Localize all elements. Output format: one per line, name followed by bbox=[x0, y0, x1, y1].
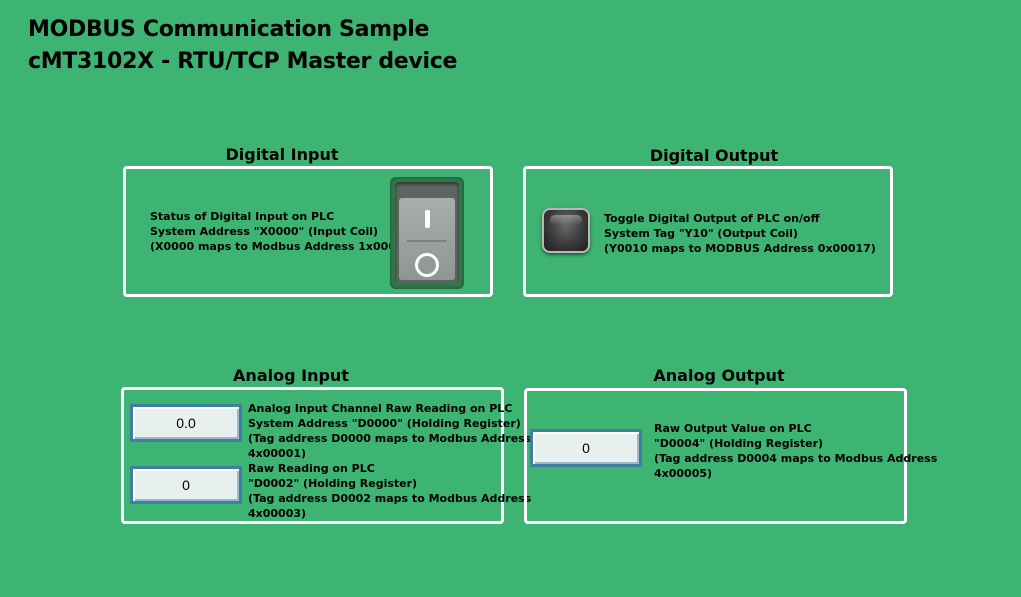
analog-input-raw-description: Analog Input Channel Raw Reading on PLC … bbox=[248, 401, 531, 461]
description-line: Analog Input Channel Raw Reading on PLC bbox=[248, 402, 513, 415]
description-line: "D0002" (Holding Register) bbox=[248, 477, 418, 490]
analog-input-panel: 0.0 Analog Input Channel Raw Reading on … bbox=[121, 387, 531, 524]
description-line: Raw Output Value on PLC bbox=[654, 422, 812, 435]
description-line: System Address "D0000" (Holding Register… bbox=[248, 417, 521, 430]
description-line: (Tag address D0000 maps to Modbus Addres… bbox=[248, 432, 532, 445]
description-line: (Tag address D0002 maps to Modbus Addres… bbox=[248, 492, 532, 505]
description-line: 4x00001) bbox=[248, 447, 307, 460]
analog-output-title: Analog Output bbox=[653, 366, 785, 385]
digital-input-rocker-switch bbox=[390, 177, 464, 289]
rocker-divider bbox=[407, 240, 447, 242]
description-line: (X0000 maps to Modbus Address 1x00001) bbox=[150, 240, 417, 253]
digital-input-title: Digital Input bbox=[225, 145, 339, 164]
analog-input-d0002-field: 0 bbox=[130, 466, 242, 504]
analog-output-value-field[interactable]: 0 bbox=[530, 429, 642, 467]
description-line: (Y0010 maps to MODBUS Address 0x00017) bbox=[604, 242, 876, 255]
page-title: MODBUS Communication Sample cMT3102X - R… bbox=[28, 14, 457, 78]
digital-output-toggle-button[interactable] bbox=[542, 208, 590, 253]
title-line-2: cMT3102X - RTU/TCP Master device bbox=[28, 49, 458, 74]
description-line: System Address "X0000" (Input Coil) bbox=[150, 225, 379, 238]
description-line: Status of Digital Input on PLC bbox=[150, 210, 335, 223]
analog-output-panel: 0 Raw Output Value on PLC "D0004" (Holdi… bbox=[524, 388, 937, 524]
analog-input-d0002-description: Raw Reading on PLC "D0002" (Holding Regi… bbox=[248, 461, 531, 521]
analog-input-title: Analog Input bbox=[233, 366, 349, 385]
power-on-icon bbox=[424, 210, 430, 228]
description-line: "D0004" (Holding Register) bbox=[654, 437, 824, 450]
description-line: Raw Reading on PLC bbox=[248, 462, 375, 475]
digital-output-description: Toggle Digital Output of PLC on/off Syst… bbox=[604, 211, 876, 256]
description-line: 4x00003) bbox=[248, 507, 307, 520]
description-line: System Tag "Y10" (Output Coil) bbox=[604, 227, 798, 240]
digital-input-panel: Status of Digital Input on PLC System Ad… bbox=[123, 166, 493, 297]
digital-output-panel: Toggle Digital Output of PLC on/off Syst… bbox=[523, 166, 893, 297]
digital-input-description: Status of Digital Input on PLC System Ad… bbox=[150, 209, 416, 254]
rocker-switch-housing bbox=[395, 182, 459, 284]
analog-input-raw-field: 0.0 bbox=[130, 404, 242, 442]
description-line: (Tag address D0004 maps to Modbus Addres… bbox=[654, 452, 938, 465]
title-line-1: MODBUS Communication Sample bbox=[28, 17, 430, 42]
power-off-icon bbox=[415, 253, 439, 277]
description-line: Toggle Digital Output of PLC on/off bbox=[604, 212, 820, 225]
rocker-switch-paddle bbox=[399, 198, 455, 280]
digital-output-title: Digital Output bbox=[649, 146, 779, 165]
description-line: 4x00005) bbox=[654, 467, 713, 480]
analog-output-description: Raw Output Value on PLC "D0004" (Holding… bbox=[654, 421, 937, 481]
